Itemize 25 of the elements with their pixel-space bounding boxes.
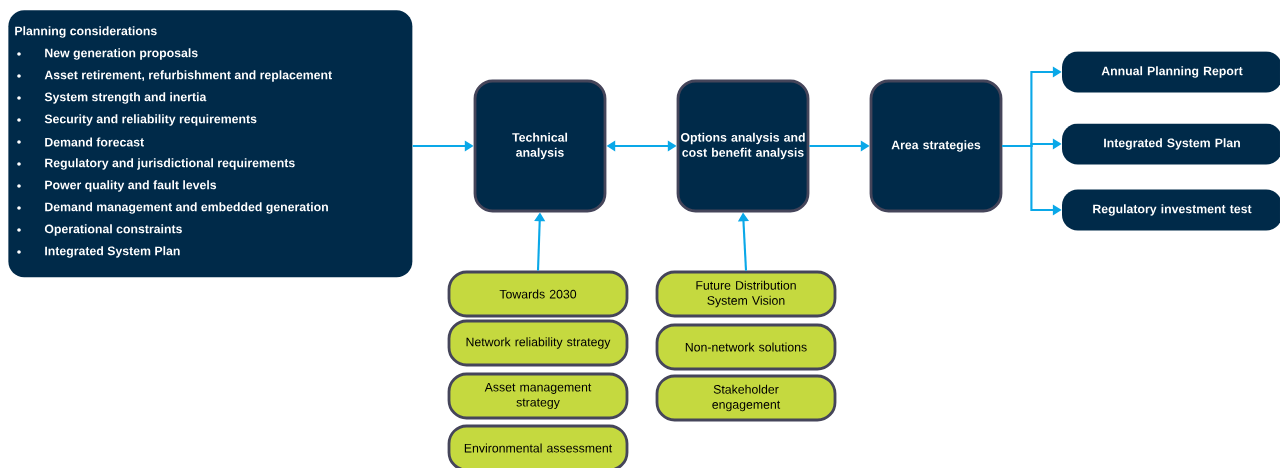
bullet-item: System strength and inertia	[17, 92, 207, 104]
bullet-item: New generation proposals	[17, 48, 198, 60]
bullet-item: Integrated System Plan	[17, 246, 180, 258]
bullet-item: Operational constraints	[17, 224, 182, 236]
bullet-item: Asset retirement, refurbishment and replacement	[17, 70, 332, 82]
input-box: Future Distribution System Vision	[655, 270, 837, 318]
considerations-panel	[8, 10, 413, 278]
output-box: Regulatory investment test	[1062, 189, 1280, 231]
output-box: Integrated System Plan	[1062, 123, 1280, 165]
input-box: Network reliability strategy	[447, 319, 629, 367]
panel-heading: Planning considerations	[15, 26, 157, 38]
bullet-item: Power quality and fault levels	[17, 180, 217, 192]
input-box: Stakeholder engagement	[655, 374, 837, 422]
input-box: Asset management strategy	[447, 372, 629, 420]
bullet-item: Regulatory and jurisdictional requirements	[17, 158, 295, 170]
bullet-item: Demand forecast	[17, 137, 144, 147]
process-box: Area strategies	[869, 79, 1003, 213]
bullet-item: Security and reliability requirements	[17, 114, 257, 126]
output-box: Annual Planning Report	[1062, 51, 1280, 93]
input-box: Towards 2030	[447, 270, 629, 318]
input-box: Environmental assessment	[447, 424, 629, 468]
process-box: Technical analysis	[473, 79, 607, 213]
input-box: Non-network solutions	[655, 323, 837, 371]
bullet-item: Demand management and embedded generation	[17, 202, 328, 214]
process-box: Options analysis and cost benefit analysis	[676, 79, 810, 213]
